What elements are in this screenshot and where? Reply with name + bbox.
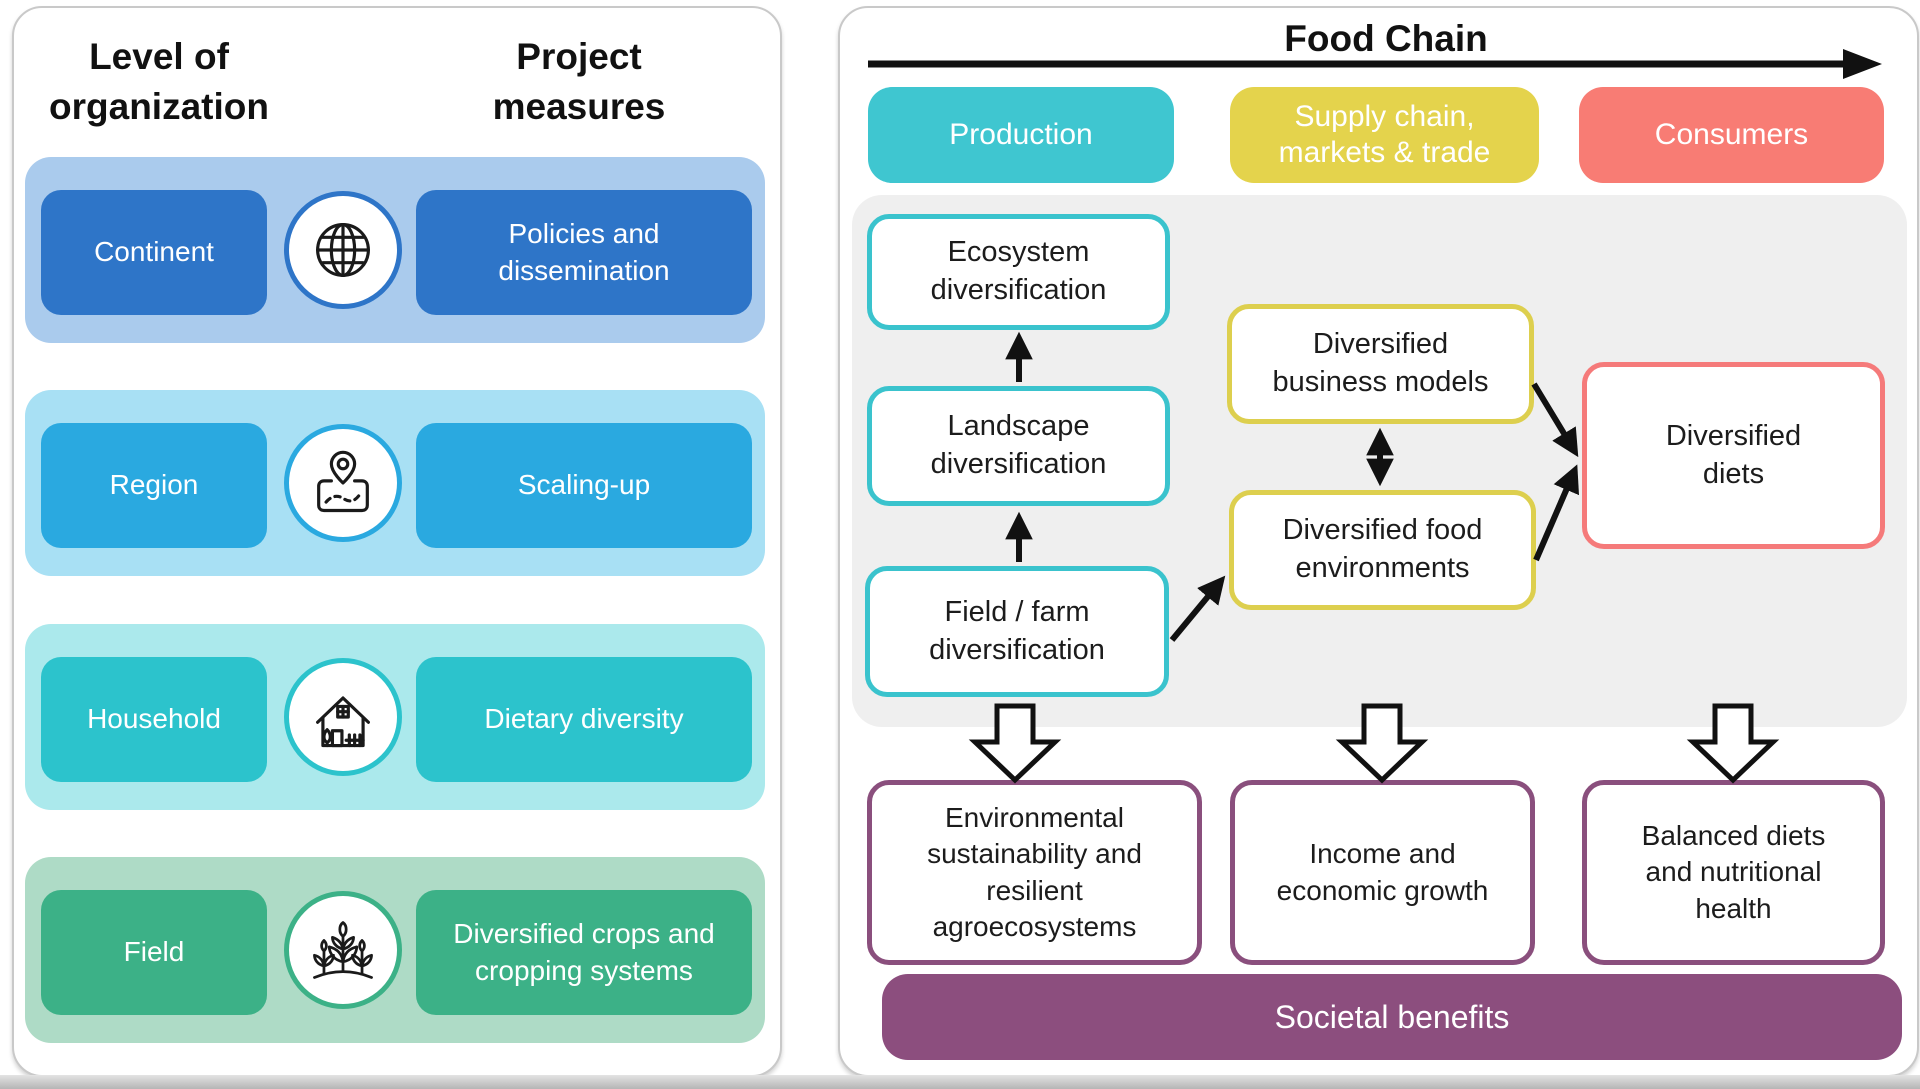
levels-header: Level of organization xyxy=(49,36,269,127)
environmental-sustainability-box: Environmental sustainability and resilie… xyxy=(867,780,1202,965)
stage-consumers: Consumers xyxy=(1579,87,1884,183)
diversified-business-models-box: Diversified business models xyxy=(1227,304,1534,424)
stage-production: Production xyxy=(868,87,1174,183)
measure-dietary: Dietary diversity xyxy=(416,657,752,782)
row-continent: Continent Policies and dissemination xyxy=(25,157,765,343)
measures-header: Project measures xyxy=(492,36,666,127)
globe-icon xyxy=(316,223,370,277)
field-icon-circle xyxy=(284,891,402,1009)
field-box: Field xyxy=(41,890,267,1015)
continent-box: Continent xyxy=(41,190,267,315)
household-box: Household xyxy=(41,657,267,782)
income-growth-box: Income and economic growth xyxy=(1230,780,1535,965)
diversified-food-environments-box: Diversified food environments xyxy=(1229,490,1536,610)
continent-icon-circle xyxy=(284,191,402,309)
row-field: Field Diversified crops and cropping xyxy=(25,857,765,1043)
landscape-diversification-box: Landscape diversification xyxy=(867,386,1170,506)
row-household: Household Dietary diversity xyxy=(25,624,765,810)
ecosystem-diversification-box: Ecosystem diversification xyxy=(867,214,1170,330)
map-icon xyxy=(317,450,369,513)
balanced-diets-box: Balanced diets and nutritional health xyxy=(1582,780,1885,965)
crops-icon xyxy=(313,921,373,979)
diversified-diets-box: Diversified diets xyxy=(1582,362,1885,549)
measure-scaling: Scaling-up xyxy=(416,423,752,548)
row-region: Region Scaling-up xyxy=(25,390,765,576)
house-icon xyxy=(316,696,370,748)
stage-supply-chain: Supply chain, markets & trade xyxy=(1230,87,1539,183)
region-box: Region xyxy=(41,423,267,548)
measure-crops: Diversified crops and cropping systems xyxy=(416,890,752,1015)
levels-panel: Level of organization Project measures C… xyxy=(12,6,782,1077)
societal-benefits-banner: Societal benefits xyxy=(882,974,1902,1060)
bottom-edge-strip xyxy=(0,1075,1920,1089)
food-chain-panel: Food Chain Production Supply chain, mark… xyxy=(838,6,1919,1077)
region-icon-circle xyxy=(284,424,402,542)
household-icon-circle xyxy=(284,658,402,776)
food-chain-title: Food Chain xyxy=(1284,18,1488,59)
measure-policies: Policies and dissemination xyxy=(416,190,752,315)
field-farm-diversification-box: Field / farm diversification xyxy=(865,566,1169,697)
